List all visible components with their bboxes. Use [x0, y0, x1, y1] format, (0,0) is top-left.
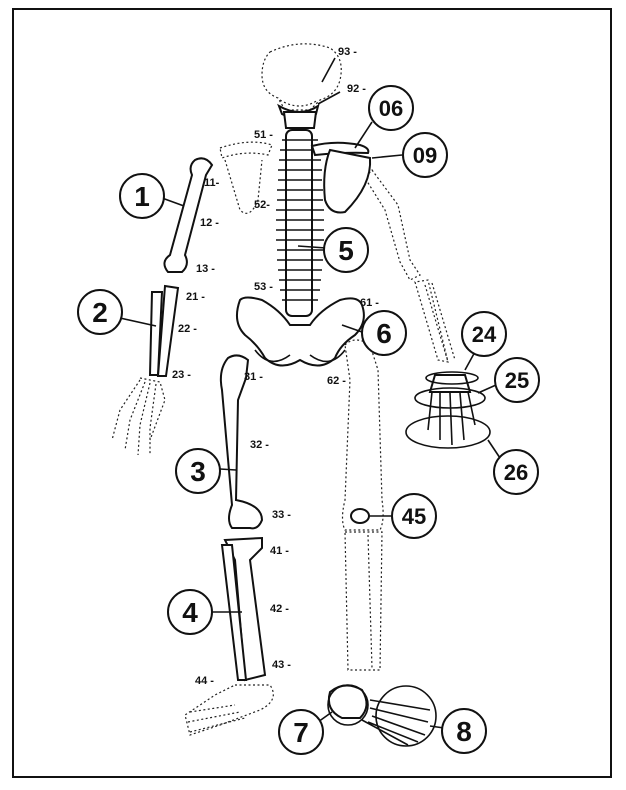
callout-1: 1 — [120, 174, 164, 218]
svg-text:1: 1 — [134, 181, 150, 212]
label-92: 92 - — [347, 83, 366, 95]
label-23: 23 - — [172, 369, 191, 381]
svg-text:26: 26 — [504, 460, 528, 485]
tibia-fibula — [222, 538, 265, 680]
left-hand-outline — [112, 378, 165, 455]
callout-3: 3 — [176, 449, 220, 493]
label-53: 53 - — [254, 281, 273, 293]
callout-8: 8 — [442, 709, 486, 753]
label-44: 44 - — [195, 675, 214, 687]
callout-7: 7 — [279, 710, 323, 754]
right-leg-outline — [343, 340, 384, 670]
label-13: 13 - — [196, 263, 215, 275]
label-41: 41 - — [270, 545, 289, 557]
svg-text:25: 25 — [505, 368, 529, 393]
label-43: 43 - — [272, 659, 291, 671]
label-62: 62 - — [327, 375, 346, 387]
callout-45: 45 — [392, 494, 436, 538]
callout-5: 5 — [324, 228, 368, 272]
humerus — [164, 158, 212, 272]
skull-outline — [262, 44, 341, 110]
svg-text:24: 24 — [472, 322, 497, 347]
label-32: 32 - — [250, 439, 269, 451]
label-33: 33 - — [272, 509, 291, 521]
label-42: 42 - — [270, 603, 289, 615]
left-foot-outline — [185, 685, 273, 735]
callout-25: 25 — [495, 358, 539, 402]
svg-text:3: 3 — [190, 456, 206, 487]
label-61: 61 - — [360, 297, 379, 309]
small-labels: 93 - 92 - 51 - 11- 12 - 52- 13 - 53 - 61… — [172, 46, 379, 687]
svg-text:45: 45 — [402, 504, 426, 529]
svg-text:7: 7 — [293, 717, 309, 748]
label-51: 51 - — [254, 129, 273, 141]
label-52: 52- — [254, 199, 270, 211]
spine — [276, 112, 324, 316]
right-foot — [329, 685, 430, 745]
patella — [351, 509, 369, 523]
callout-6: 6 — [362, 311, 406, 355]
scapula — [324, 150, 370, 213]
callout-2: 2 — [78, 290, 122, 334]
label-93: 93 - — [338, 46, 357, 58]
callout-24: 24 — [462, 312, 506, 356]
label-22: 22 - — [178, 323, 197, 335]
callout-4: 4 — [168, 590, 212, 634]
callout-26: 26 — [494, 450, 538, 494]
label-11: 11- — [204, 177, 220, 189]
label-12: 12 - — [200, 217, 219, 229]
svg-text:06: 06 — [379, 96, 403, 121]
label-21: 21 - — [186, 291, 205, 303]
label-31: 31 - — [244, 371, 263, 383]
svg-text:5: 5 — [338, 235, 354, 266]
callout-06: 06 — [369, 86, 413, 130]
right-hand — [428, 375, 475, 445]
callout-09: 09 — [403, 133, 447, 177]
svg-text:09: 09 — [413, 143, 437, 168]
svg-text:2: 2 — [92, 297, 108, 328]
svg-text:6: 6 — [376, 318, 392, 349]
svg-text:4: 4 — [182, 597, 198, 628]
forearm — [150, 286, 178, 376]
svg-text:8: 8 — [456, 716, 472, 747]
hand-ellipses — [406, 372, 490, 448]
